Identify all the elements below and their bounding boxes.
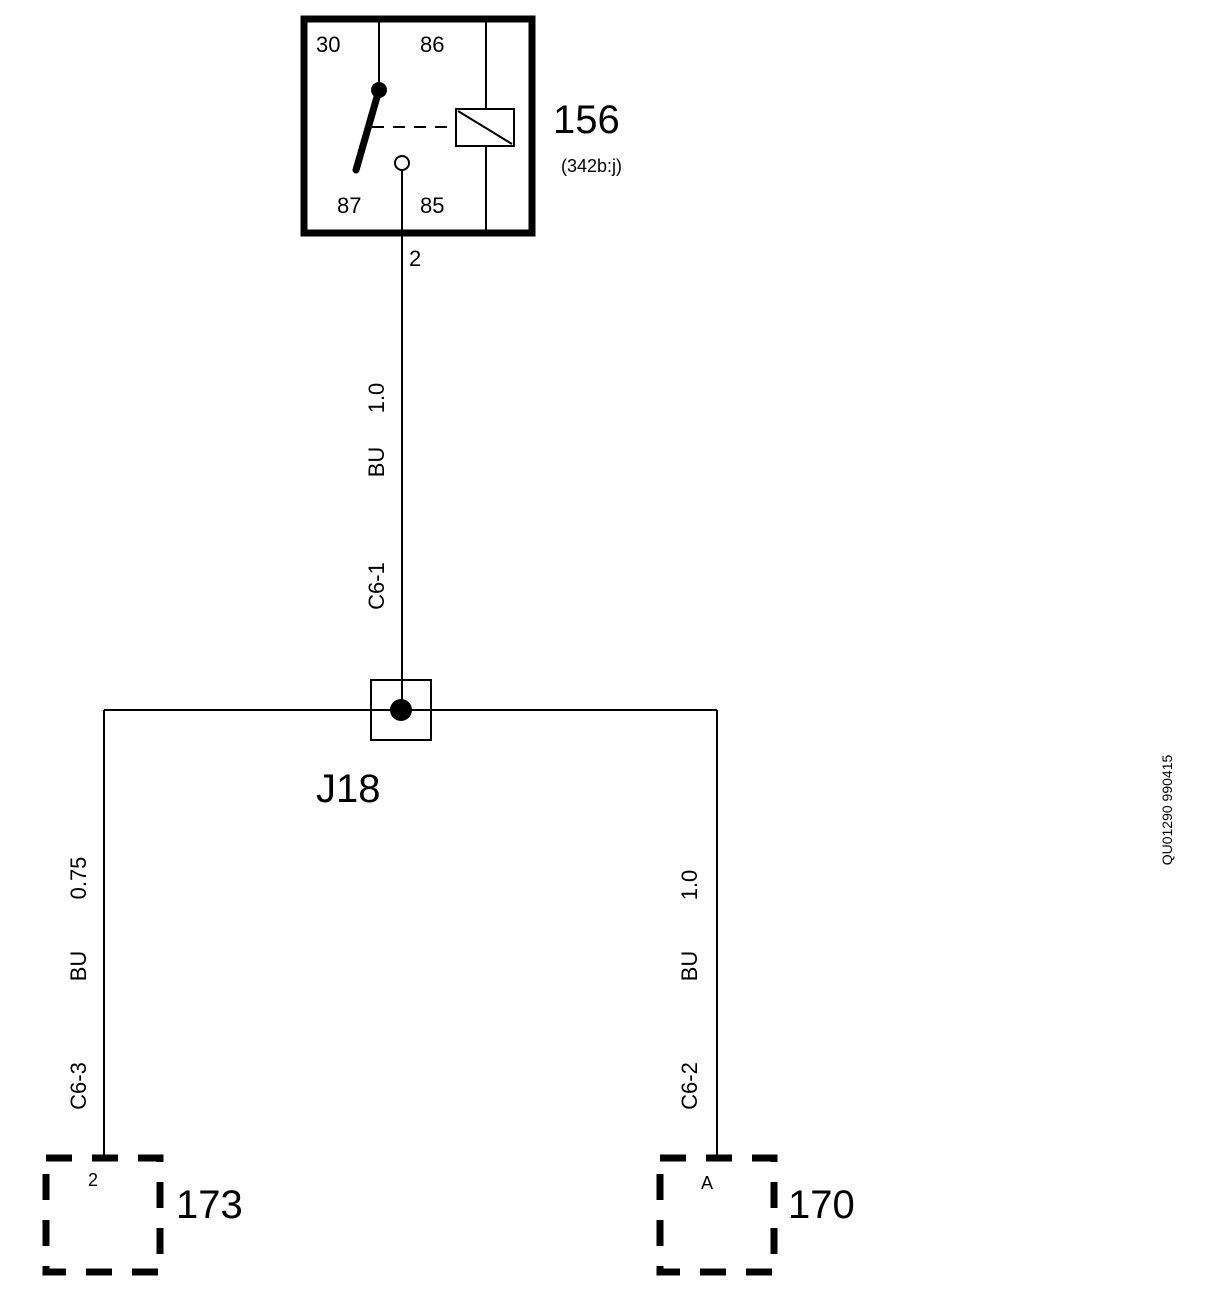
relay-pin-85: 85 <box>420 193 444 218</box>
component-173: 2 173 <box>42 1154 243 1276</box>
wire-left-size: 0.75 <box>66 857 91 900</box>
figure-code: QU01290 990415 <box>1159 755 1175 866</box>
relay-switch-arm <box>352 86 383 174</box>
wire-main-color: BU <box>364 447 389 478</box>
component-170-box <box>656 1154 778 1276</box>
relay-contact-87 <box>394 155 410 171</box>
junction-j18: J18 <box>104 679 717 811</box>
relay-pivot-dot <box>371 82 387 98</box>
component-173-pin: 2 <box>88 1170 98 1190</box>
wire-right-color: BU <box>677 951 702 982</box>
component-170-pin: A <box>701 1173 713 1193</box>
wire-right-connector: C6-2 <box>677 1062 702 1110</box>
relay-out-pin: 2 <box>409 246 421 271</box>
relay-note: (342b:j) <box>561 156 622 176</box>
relay-pin-86: 86 <box>420 32 444 57</box>
component-173-box <box>42 1154 164 1276</box>
wire-main-connector: C6-1 <box>364 562 389 610</box>
wire-left-connector: C6-3 <box>66 1062 91 1110</box>
wire-right-size: 1.0 <box>677 870 702 901</box>
wire-left-color: BU <box>66 951 91 982</box>
relay-156: 30 86 87 85 156 (342b:j) <box>300 15 622 237</box>
component-170: A 170 <box>656 1154 855 1276</box>
junction-dot <box>390 699 412 721</box>
component-170-id: 170 <box>788 1183 855 1227</box>
relay-pin-87: 87 <box>337 193 361 218</box>
wire-main-size: 1.0 <box>364 383 389 414</box>
junction-id: J18 <box>316 767 381 811</box>
relay-id: 156 <box>553 98 620 142</box>
component-173-id: 173 <box>176 1183 243 1227</box>
junction-box <box>370 679 432 741</box>
relay-housing <box>300 15 536 237</box>
relay-coil-diagonal <box>457 110 513 145</box>
relay-pin-30: 30 <box>316 32 340 57</box>
